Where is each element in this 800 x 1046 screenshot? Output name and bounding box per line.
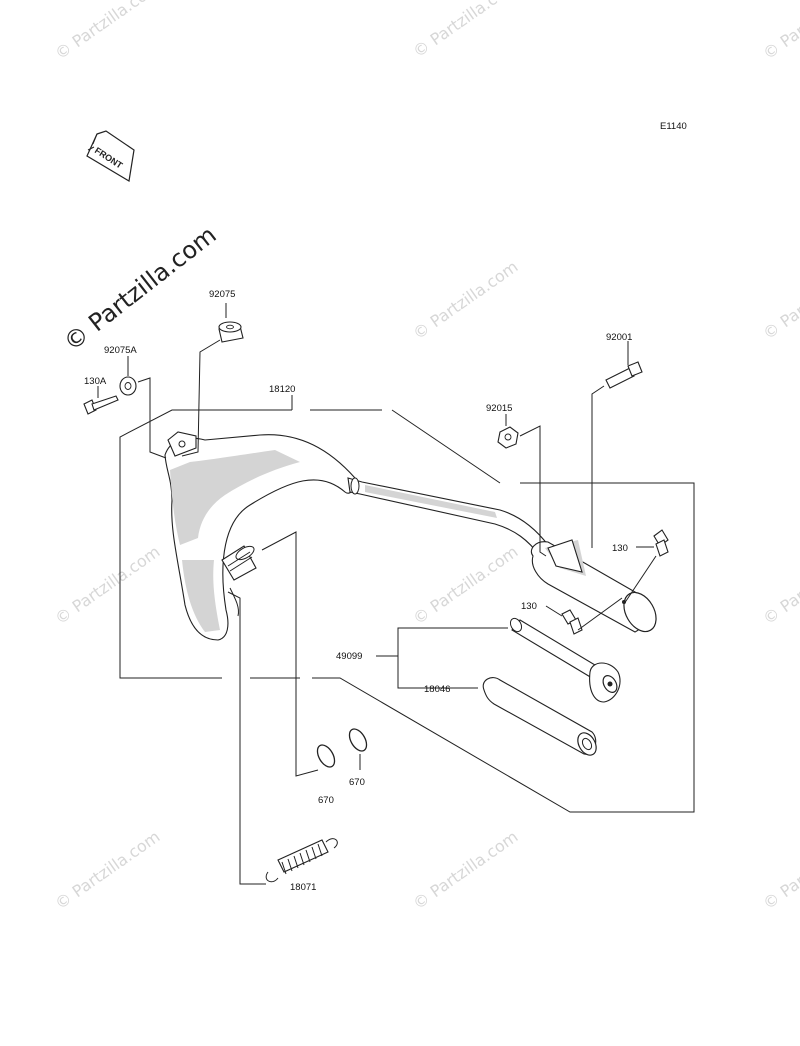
label-670-right: 670 bbox=[349, 777, 365, 788]
watermark-text: © Partzilla.com bbox=[409, 0, 521, 61]
spring-18071 bbox=[227, 591, 338, 885]
label-130A: 130A bbox=[84, 376, 107, 387]
watermark-text: © Partzilla.com bbox=[51, 542, 163, 628]
bracket-49099-18046 bbox=[376, 627, 508, 689]
front-arrow-icon: FRONT bbox=[86, 130, 135, 182]
label-18071: 18071 bbox=[290, 882, 316, 893]
silencer-packing-18046 bbox=[482, 677, 597, 756]
watermark-text: © Partzilla.com bbox=[409, 542, 521, 628]
inner-pipe-49099 bbox=[509, 617, 621, 703]
silencer bbox=[530, 539, 657, 633]
label-670-left: 670 bbox=[318, 795, 334, 806]
collar-92075A bbox=[119, 356, 167, 459]
o-ring-670-left bbox=[261, 531, 336, 777]
watermark-text: © Partzilla.com bbox=[759, 827, 800, 913]
part-labels: 92075 92075A 130A 18120 92015 92001 130 … bbox=[84, 289, 632, 893]
label-49099: 49099 bbox=[336, 651, 362, 662]
watermark-text: © Partzilla.com bbox=[409, 257, 521, 343]
label-92075A: 92075A bbox=[104, 345, 137, 356]
label-18120: 18120 bbox=[269, 384, 295, 395]
tail-pipe bbox=[347, 477, 549, 557]
watermark-text: © Partzilla.com bbox=[759, 0, 800, 63]
bolt-130-lower bbox=[545, 597, 623, 635]
watermark-text: © Partzilla.com bbox=[51, 0, 163, 63]
diagram-code: E1140 bbox=[660, 121, 687, 132]
nut-92015 bbox=[497, 414, 547, 557]
watermark-text: © Partzilla.com bbox=[409, 827, 521, 913]
expansion-chamber bbox=[164, 431, 356, 641]
watermark-main: © Partzilla.com bbox=[58, 221, 221, 357]
label-18046: 18046 bbox=[424, 684, 450, 695]
watermark-text: © Partzilla.com bbox=[759, 542, 800, 628]
bolt-130A bbox=[83, 386, 119, 415]
damper-92075 bbox=[181, 303, 244, 457]
o-ring-670-right bbox=[348, 728, 368, 770]
label-92001: 92001 bbox=[606, 332, 632, 343]
bolt-92001 bbox=[591, 341, 643, 548]
label-92075: 92075 bbox=[209, 289, 235, 300]
assembly-outline bbox=[119, 395, 695, 813]
label-130-lower: 130 bbox=[521, 601, 537, 612]
watermark-text: © Partzilla.com bbox=[759, 257, 800, 343]
bolt-130-upper bbox=[623, 529, 669, 605]
label-130-upper: 130 bbox=[612, 543, 628, 554]
watermark-text: © Partzilla.com bbox=[51, 827, 163, 913]
label-92015: 92015 bbox=[486, 403, 512, 414]
